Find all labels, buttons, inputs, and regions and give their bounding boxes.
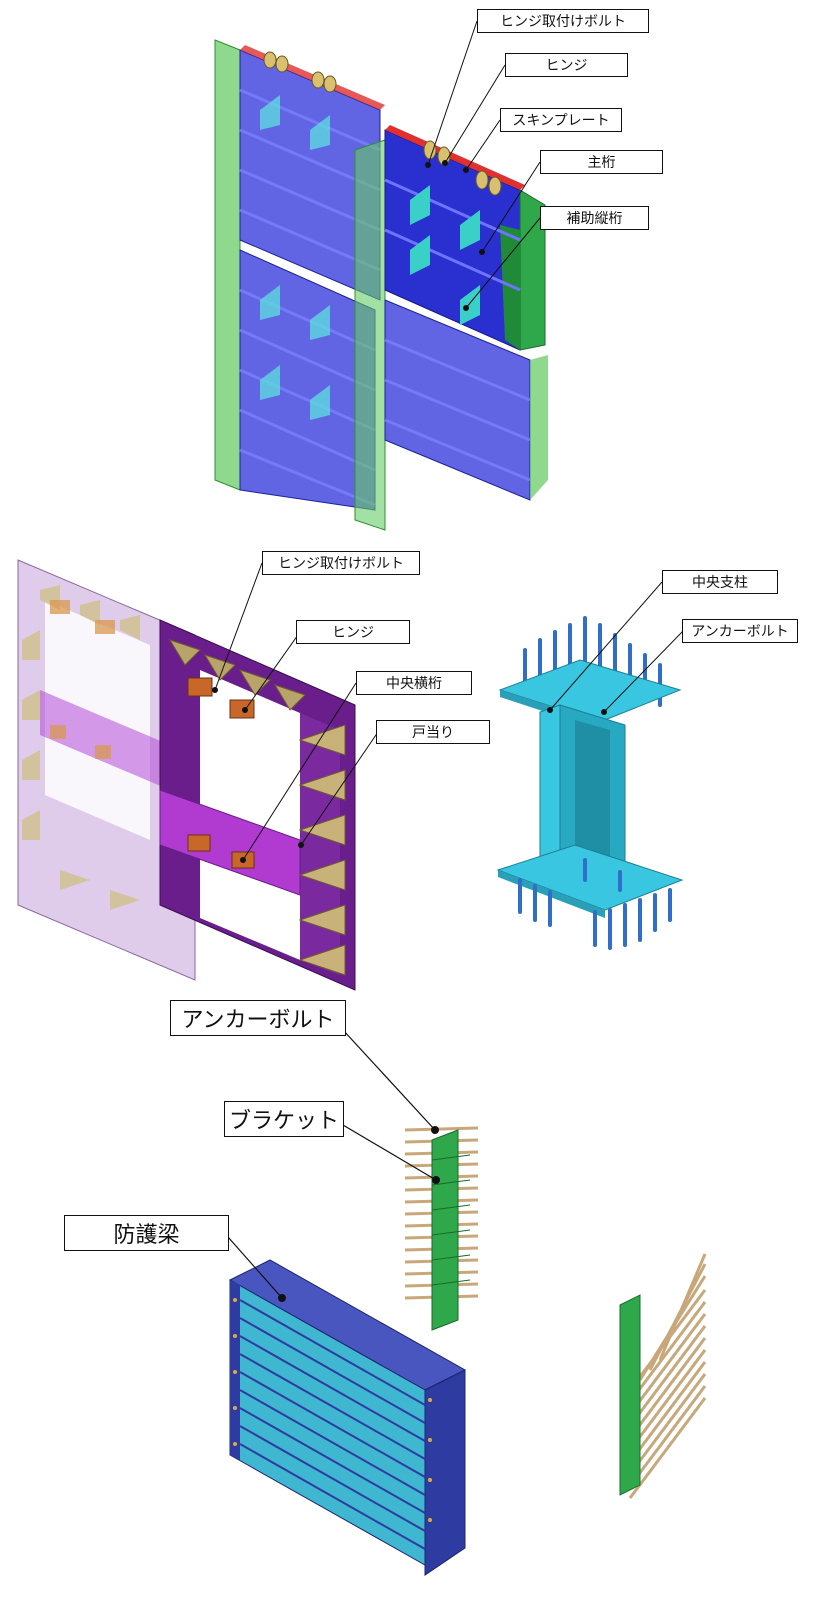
bracket-2 bbox=[619, 1294, 641, 1496]
callout-aux-girder: 補助縦桁 bbox=[540, 206, 649, 230]
gate-assembly bbox=[214, 20, 548, 531]
guard-beam-side bbox=[424, 1369, 466, 1576]
bracket-1 bbox=[431, 1129, 459, 1331]
center-beam bbox=[159, 789, 301, 896]
pillar-assembly bbox=[496, 581, 685, 950]
frame-assembly bbox=[17, 559, 379, 991]
callout-hinge-bolt-frame: ヒンジ取付けボルト bbox=[262, 551, 420, 575]
callout-anchor-bolt-beam: アンカーボルト bbox=[170, 1000, 346, 1036]
callout-guard-beam: 防護梁 bbox=[64, 1215, 229, 1251]
frame-opening bbox=[200, 670, 300, 960]
callout-main-girder: 主桁 bbox=[540, 150, 663, 174]
callout-door-stop: 戸当り bbox=[376, 720, 490, 744]
gate-left-side bbox=[214, 39, 241, 491]
callout-bracket: ブラケット bbox=[224, 1101, 344, 1137]
callout-anchor-bolt-pillar: アンカーボルト bbox=[682, 619, 798, 643]
gate-center-post bbox=[354, 139, 386, 531]
callout-hinge-top: ヒンジ bbox=[505, 53, 628, 77]
callout-center-beam: 中央横桁 bbox=[356, 671, 472, 695]
callout-hinge-frame: ヒンジ bbox=[296, 620, 410, 644]
beam-assembly bbox=[227, 1029, 707, 1576]
callout-hinge-bolt-top: ヒンジ取付けボルト bbox=[477, 9, 649, 33]
callout-center-pillar: 中央支柱 bbox=[662, 570, 778, 594]
callout-skin-plate: スキンプレート bbox=[500, 108, 622, 132]
